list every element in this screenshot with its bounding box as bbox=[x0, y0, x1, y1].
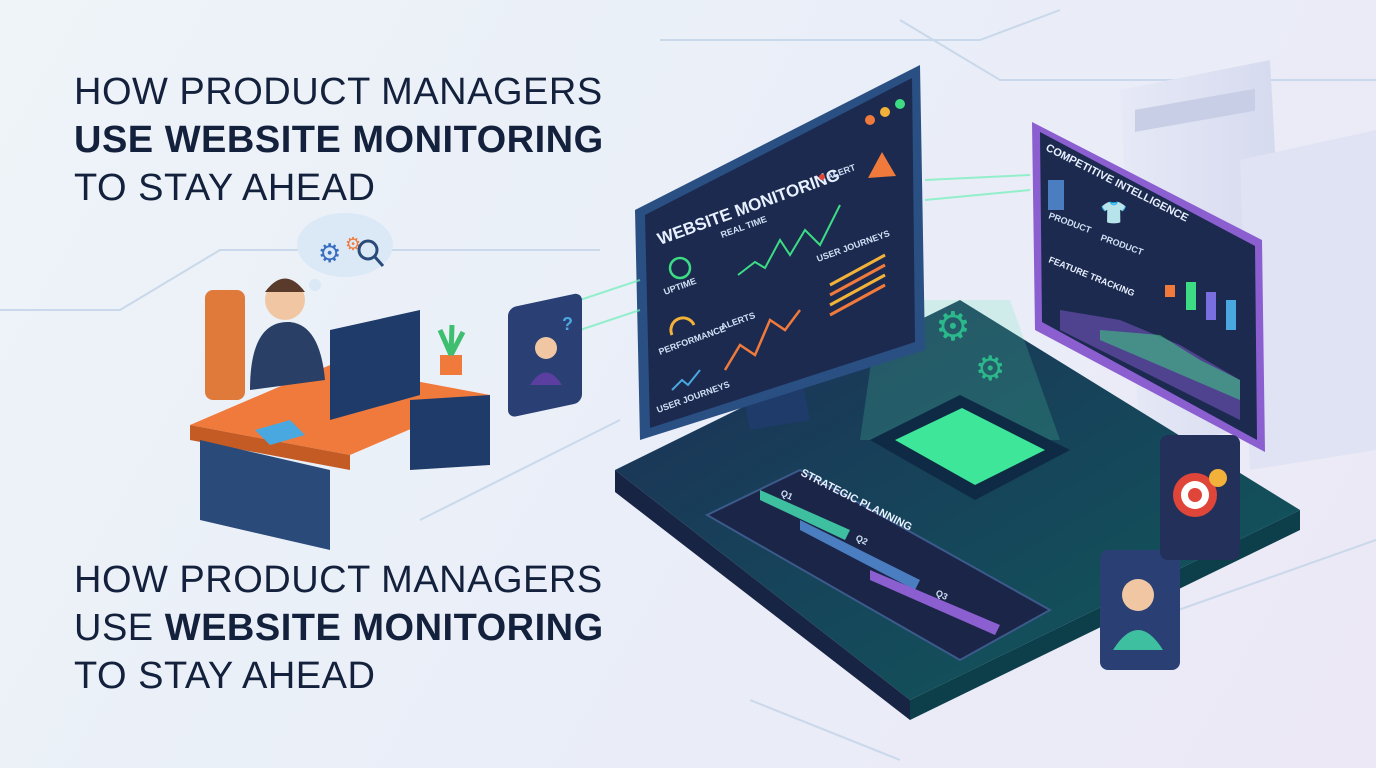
shirt-icon: 👕 bbox=[1100, 200, 1127, 225]
data-streams bbox=[579, 174, 1031, 331]
uptime-check-icon bbox=[668, 256, 692, 280]
title-top-line1: HOW PRODUCT MANAGERS bbox=[74, 71, 603, 113]
thought-bubble bbox=[297, 213, 393, 277]
desktop-monitor bbox=[330, 310, 420, 420]
person-at-desk: ⚙ ⚙ bbox=[190, 213, 490, 550]
target-card bbox=[1160, 435, 1240, 560]
gear-icon: ⚙ bbox=[318, 238, 341, 268]
tablet bbox=[255, 420, 305, 445]
title-top: HOW PRODUCT MANAGERS USE WEBSITE MONITOR… bbox=[74, 68, 604, 212]
website-monitoring-monitor: WEBSITE MONITORING REAL TIME ALERT UPTIM… bbox=[635, 65, 925, 440]
title-bottom-line2-bold: WEBSITE MONITORING bbox=[164, 607, 604, 649]
gear-icon: ⚙ bbox=[935, 305, 971, 349]
warning-icon bbox=[868, 152, 896, 178]
title-top-line2: USE WEBSITE MONITORING bbox=[74, 119, 604, 161]
gear-icon: ⚙ bbox=[345, 234, 361, 254]
avatar-person bbox=[1100, 550, 1180, 670]
phone-icon bbox=[1048, 180, 1064, 210]
q1-label: Q1 bbox=[779, 488, 794, 502]
question-icon: ? bbox=[562, 314, 573, 334]
lightbulb-icon bbox=[1209, 469, 1227, 487]
performance-gauge-icon bbox=[669, 316, 696, 336]
strategic-planning-panel: STRATEGIC PLANNING Q1 Q2 Q3 bbox=[704, 467, 1053, 662]
title-top-line3: TO STAY AHEAD bbox=[74, 167, 376, 209]
title-bottom-line1: HOW PRODUCT MANAGERS bbox=[74, 559, 603, 601]
gear-icon: ⚙ bbox=[975, 350, 1005, 388]
q3-label: Q3 bbox=[934, 588, 949, 602]
avatar-question: ? bbox=[508, 293, 582, 417]
circuit-lines bbox=[0, 9, 1376, 761]
title-bottom: HOW PRODUCT MANAGERS USE WEBSITE MONITOR… bbox=[74, 556, 604, 700]
magnifier-icon bbox=[357, 239, 379, 261]
alert-dot bbox=[819, 174, 825, 180]
q2-label: Q2 bbox=[854, 533, 869, 547]
plant-pot bbox=[440, 355, 462, 375]
title-bottom-line2-prefix: USE bbox=[74, 607, 154, 649]
title-bottom-line3: TO STAY AHEAD bbox=[74, 655, 376, 697]
